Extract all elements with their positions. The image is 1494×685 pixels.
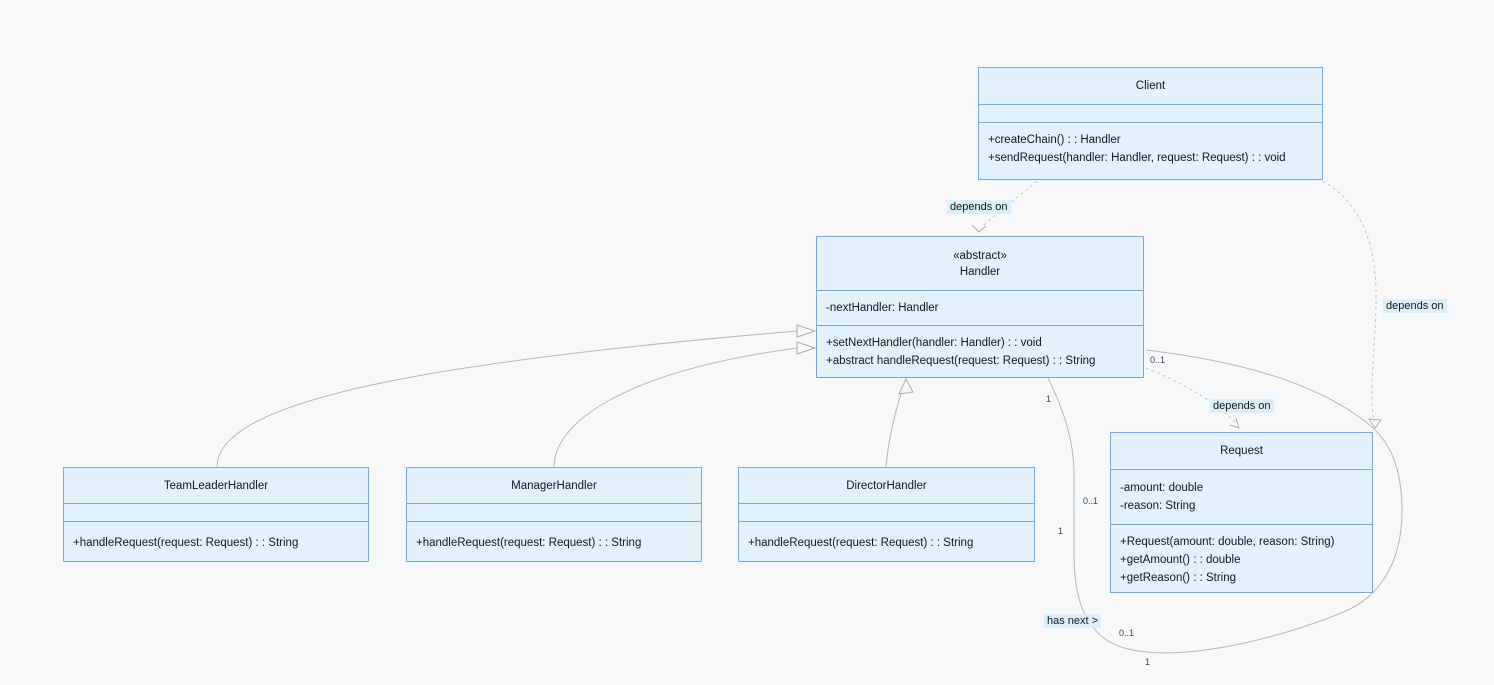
method-line: +createChain() : : Handler xyxy=(988,134,1121,146)
method-line: +Request(amount: double, reason: String) xyxy=(1120,536,1335,548)
class-directorhandler-name: DirectorHandler xyxy=(846,479,927,492)
class-request-title: Request xyxy=(1111,433,1372,469)
dependency-handler-to-request[interactable] xyxy=(1145,367,1238,425)
class-managerhandler-name: ManagerHandler xyxy=(511,479,597,492)
class-client-attributes xyxy=(979,104,1322,122)
multiplicity-label: 1 xyxy=(1145,657,1151,667)
class-request-name: Request xyxy=(1220,445,1263,457)
class-teamleaderhandler[interactable]: TeamLeaderHandler +handleRequest(request… xyxy=(63,467,369,562)
method-line: +setNextHandler(handler: Handler) : : vo… xyxy=(826,337,1042,349)
class-client-title: Client xyxy=(979,68,1322,104)
class-managerhandler-attributes xyxy=(407,503,701,521)
edge-label-depends-on-client-handler: depends on xyxy=(947,200,1011,214)
generalization-teamleader-to-handler[interactable] xyxy=(216,330,798,468)
class-handler-title: «abstract» Handler xyxy=(817,237,1143,290)
association-handler-has-next[interactable] xyxy=(1047,349,1403,654)
generalization-manager-to-handler[interactable] xyxy=(553,347,798,468)
class-managerhandler[interactable]: ManagerHandler +handleRequest(request: R… xyxy=(406,467,702,562)
method-line: +sendRequest(handler: Handler, request: … xyxy=(988,152,1286,164)
class-request[interactable]: Request -amount: double -reason: String … xyxy=(1110,432,1373,593)
class-handler-attributes: -nextHandler: Handler xyxy=(817,290,1143,325)
class-request-attributes: -amount: double -reason: String xyxy=(1111,469,1372,524)
class-directorhandler-methods: +handleRequest(request: Request) : : Str… xyxy=(739,521,1034,562)
class-handler-name: Handler xyxy=(959,265,1001,278)
class-handler-stereotype: «abstract» xyxy=(953,249,1007,262)
class-directorhandler[interactable]: DirectorHandler +handleRequest(request: … xyxy=(738,467,1035,562)
dependency-client-to-request[interactable] xyxy=(1322,180,1377,423)
class-handler-methods: +setNextHandler(handler: Handler) : : vo… xyxy=(817,325,1143,378)
dependency-arrowhead-client-handler xyxy=(971,224,987,233)
method-line: +handleRequest(request: Request) : : Str… xyxy=(416,537,642,549)
method-line: +handleRequest(request: Request) : : Str… xyxy=(73,537,299,549)
generalization-arrowhead-manager xyxy=(796,341,817,355)
multiplicity-label: 1 xyxy=(1058,526,1064,536)
class-request-methods: +Request(amount: double, reason: String)… xyxy=(1111,524,1372,593)
multiplicity-label: 0..1 xyxy=(1083,496,1099,506)
class-teamleaderhandler-methods: +handleRequest(request: Request) : : Str… xyxy=(64,521,368,562)
generalization-arrowhead-director xyxy=(898,377,914,395)
class-directorhandler-attributes xyxy=(739,503,1034,521)
method-line: +getReason() : : String xyxy=(1120,572,1237,584)
method-line: +abstract handleRequest(request: Request… xyxy=(826,355,1096,367)
method-line: +getAmount() : : double xyxy=(1120,554,1241,566)
edge-label-depends-on-client-request: depends on xyxy=(1383,299,1447,313)
multiplicity-label: 0..1 xyxy=(1119,628,1135,638)
edge-label-has-next: has next > xyxy=(1044,614,1102,628)
dependency-arrowhead-handler-request xyxy=(1229,417,1240,429)
class-directorhandler-title: DirectorHandler xyxy=(739,468,1034,503)
multiplicity-label: 1 xyxy=(1046,394,1052,404)
generalization-director-to-handler[interactable] xyxy=(885,383,905,468)
class-client-name: Client xyxy=(1135,80,1166,92)
dependency-arrowhead-client-request xyxy=(1368,418,1382,429)
class-managerhandler-title: ManagerHandler xyxy=(407,468,701,503)
class-client-methods: +createChain() : : Handler +sendRequest(… xyxy=(979,122,1322,180)
attribute-line: -reason: String xyxy=(1120,500,1196,512)
class-teamleaderhandler-attributes xyxy=(64,503,368,521)
attribute-line: -nextHandler: Handler xyxy=(826,302,939,314)
attribute-line: -amount: double xyxy=(1120,482,1204,494)
edge-label-depends-on-handler-request: depends on xyxy=(1210,399,1274,413)
class-client[interactable]: Client +createChain() : : Handler +sendR… xyxy=(978,67,1323,180)
method-line: +handleRequest(request: Request) : : Str… xyxy=(748,537,974,549)
class-handler[interactable]: «abstract» Handler -nextHandler: Handler… xyxy=(816,236,1144,378)
class-managerhandler-methods: +handleRequest(request: Request) : : Str… xyxy=(407,521,701,562)
multiplicity-label: 0..1 xyxy=(1150,355,1166,365)
class-teamleaderhandler-name: TeamLeaderHandler xyxy=(163,479,269,492)
generalization-arrowhead-teamleader xyxy=(796,324,817,338)
class-teamleaderhandler-title: TeamLeaderHandler xyxy=(64,468,368,503)
